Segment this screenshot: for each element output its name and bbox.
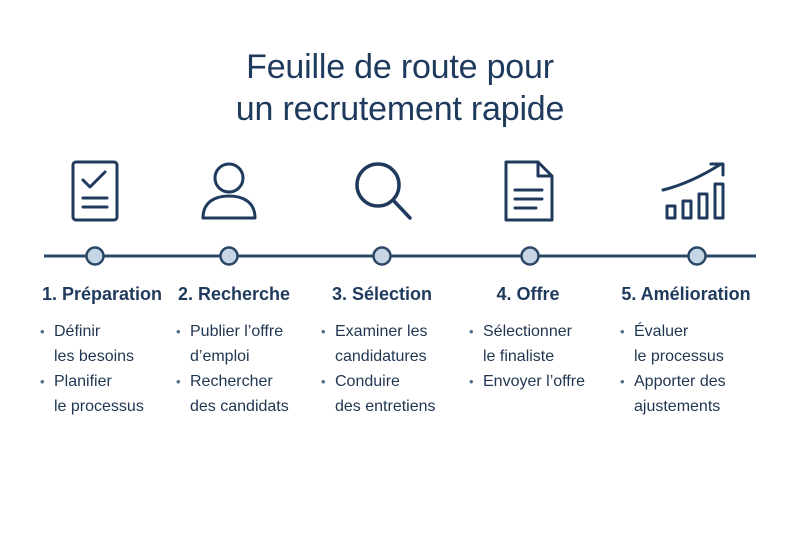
page-title: Feuille de route pour un recrutement rap… [0,46,800,130]
step-title-3: 3. Sélection [331,284,433,304]
magnifier-icon [342,158,422,224]
step-title-1: 1. Préparation [41,284,163,304]
step-title-4: 4. Offre [496,284,560,304]
step-title-5: 5. Amélioration [621,284,751,304]
document-icon [490,158,570,224]
title-line-1: Feuille de route pour [246,48,554,86]
timeline-node-2 [219,246,239,266]
step-title-2: 2. Recherche [177,284,291,304]
timeline-node-1 [85,246,105,266]
timeline-node-4 [520,246,540,266]
timeline-node-5 [687,246,707,266]
timeline-node-3 [372,246,392,266]
growth-chart-icon [657,158,737,224]
title-line-2: un recrutement rapide [235,90,565,128]
list-item: Envoyer l’offre [469,370,585,395]
user-icon [189,158,269,224]
checklist-icon [55,158,135,224]
